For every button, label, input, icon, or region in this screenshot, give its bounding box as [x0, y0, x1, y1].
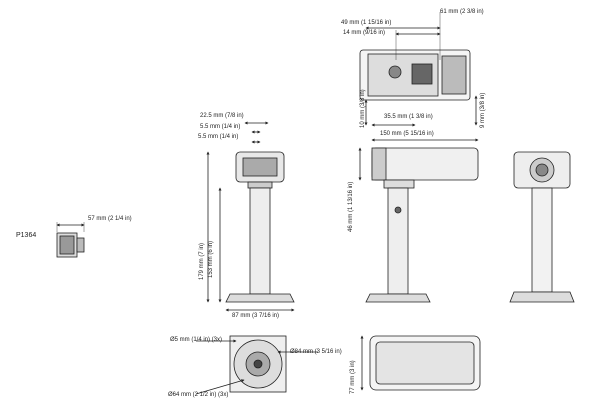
dim-front-179: 179 mm (7 in)	[199, 242, 205, 280]
dim-top-14: 14 mm (9/16 in)	[343, 30, 386, 36]
dim-top-35-5: 35.5 mm (1 3/8 in)	[384, 114, 433, 120]
base-bottom-view	[195, 335, 318, 395]
dim-front-5-5a: 5.5 mm (1/4 in)	[200, 124, 241, 130]
dim-top-49: 49 mm (1 15/16 in)	[341, 20, 392, 26]
dim-front-87: 87 mm (3 7/16 in)	[232, 313, 280, 319]
dim-top-61: 61 mm (2 3/8 in)	[440, 9, 484, 15]
dim-side-46: 46 mm (1 13/16 in)	[348, 181, 354, 232]
dim-front-153: 153 mm (6 in)	[208, 240, 214, 278]
camera-front-view	[206, 121, 295, 312]
dim-bottom-d5: Ø5 mm (1/4 in) (3x)	[170, 337, 223, 343]
dim-side-150: 150 mm (5 15/16 in)	[380, 131, 434, 137]
dim-front-22-5: 22.5 mm (7/8 in)	[200, 113, 244, 119]
dim-bottom-d64: Ø64 mm (2 1/2 in) (3x)	[168, 392, 229, 398]
small-camera-side-view	[56, 222, 85, 258]
dim-bottom-77: 77 mm (3 in)	[350, 360, 356, 394]
camera-side-view	[358, 138, 479, 303]
camera-bottom-view	[360, 335, 481, 391]
model-label: P1364	[16, 232, 37, 239]
camera-rear-view	[509, 151, 575, 303]
camera-top-view	[359, 12, 478, 127]
dim-small-width: 57 mm (2 1/4 in)	[88, 216, 132, 222]
dim-top-10: 10 mm (3/8 in)	[360, 89, 366, 128]
dim-top-9: 9 mm (3/8 in)	[480, 92, 486, 128]
dim-bottom-d84: Ø84 mm (3 5/16 in)	[290, 349, 342, 355]
dim-front-5-5b: 5.5 mm (1/4 in)	[198, 134, 239, 140]
